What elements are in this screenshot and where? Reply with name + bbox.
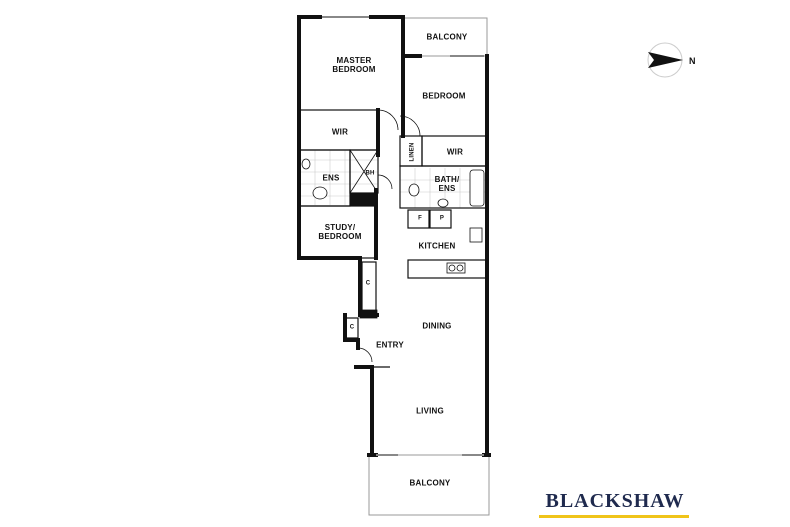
room-label-study-bedroom: STUDY/ BEDROOM bbox=[318, 223, 362, 241]
room-label-kitchen: KITCHEN bbox=[418, 241, 456, 251]
brand-logo: BLACKSHAW bbox=[539, 490, 691, 518]
room-label-balcony-top: BALCONY bbox=[426, 32, 468, 42]
room-label-linen: LINEN bbox=[409, 142, 416, 162]
fixtures bbox=[301, 158, 485, 274]
room-label-cupboard-2: C bbox=[349, 324, 355, 331]
internal-walls bbox=[299, 109, 488, 368]
room-label-bedroom: BEDROOM bbox=[422, 91, 466, 101]
doors bbox=[357, 109, 421, 363]
room-label-entry: ENTRY bbox=[376, 340, 404, 350]
room-label-wir-bedroom: WIR bbox=[446, 147, 464, 157]
room-label-cupboard-1: C bbox=[365, 280, 371, 287]
room-label-dining: DINING bbox=[422, 321, 452, 331]
compass bbox=[647, 42, 683, 78]
brand-underline bbox=[539, 515, 689, 518]
compass-north-label: N bbox=[689, 56, 696, 66]
room-label-bh: BH bbox=[365, 170, 375, 177]
room-label-fridge: F bbox=[418, 215, 422, 222]
room-label-balcony-bottom: BALCONY bbox=[409, 478, 451, 488]
room-label-wir-master: WIR bbox=[331, 127, 349, 137]
brand-name: BLACKSHAW bbox=[545, 490, 685, 512]
shower bbox=[349, 149, 379, 319]
room-label-bath-ens: BATH/ ENS bbox=[434, 175, 460, 193]
room-label-living: LIVING bbox=[416, 406, 444, 416]
room-label-master-bedroom: MASTER BEDROOM bbox=[332, 56, 376, 74]
windows bbox=[322, 16, 484, 456]
wet-area-tiles bbox=[300, 150, 487, 208]
room-label-pantry: P bbox=[439, 215, 445, 222]
room-label-ens: ENS bbox=[322, 173, 340, 183]
